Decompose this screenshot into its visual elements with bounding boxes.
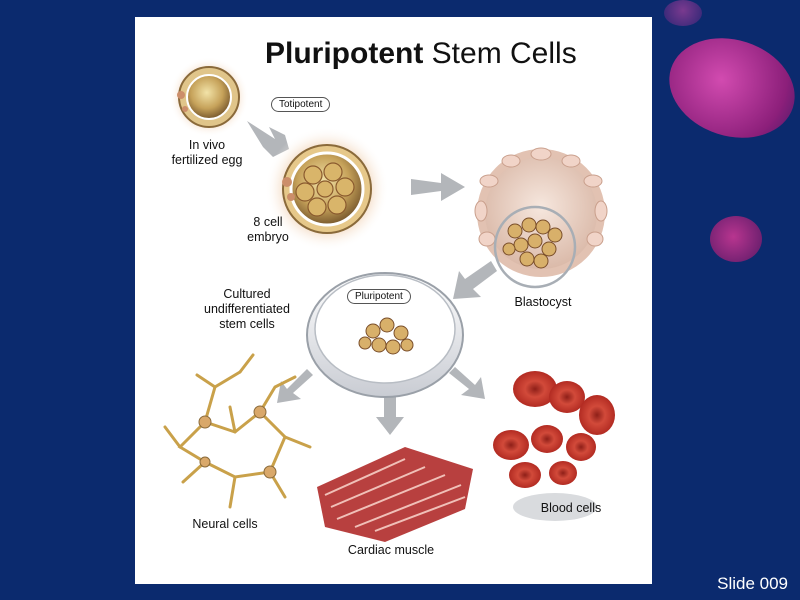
blastocyst-illustration	[474, 147, 608, 289]
label-cultured-stem-cells: Cultured undifferentiated stem cells	[204, 287, 290, 331]
title-regular: Stem Cells	[423, 37, 577, 70]
fertilized-egg-illustration	[169, 57, 249, 137]
arrow-dish-to-cardiac	[376, 397, 404, 435]
diagram-panel: Pluripotent Stem Cells	[135, 17, 652, 584]
arrow-egg-to-embryo	[247, 121, 289, 157]
background-blob-large	[656, 22, 800, 154]
label-eight-cell-embryo: 8 cell embryo	[247, 215, 289, 244]
background-blob-top	[664, 0, 702, 26]
cardiac-muscle-illustration	[317, 447, 473, 542]
blood-cells-illustration	[493, 371, 615, 521]
label-blastocyst: Blastocyst	[514, 295, 572, 309]
diagram-artwork	[163, 57, 615, 542]
background-blob-small	[710, 216, 762, 262]
label-neural-cells: Neural cells	[192, 517, 258, 531]
arrow-dish-to-blood	[449, 367, 485, 399]
eight-cell-embryo-illustration	[265, 127, 389, 251]
label-blood-cells: Blood cells	[540, 501, 602, 515]
slide-number: Slide 009	[717, 574, 788, 593]
arrow-embryo-to-blastocyst	[411, 173, 465, 201]
label-cardiac-muscle: Cardiac muscle	[347, 543, 435, 557]
neural-cells-illustration	[163, 353, 312, 509]
totipotent-badge: Totipotent	[271, 97, 331, 112]
label-fertilized-egg: In vivo fertilized egg	[171, 138, 243, 167]
flow-arrows	[247, 121, 497, 435]
pluripotent-badge: Pluripotent	[347, 289, 411, 304]
page-title: Pluripotent Stem Cells	[265, 37, 577, 71]
arrow-dish-to-neural	[277, 369, 313, 403]
arrow-blastocyst-to-dish	[453, 261, 497, 299]
title-bold: Pluripotent	[265, 37, 424, 70]
